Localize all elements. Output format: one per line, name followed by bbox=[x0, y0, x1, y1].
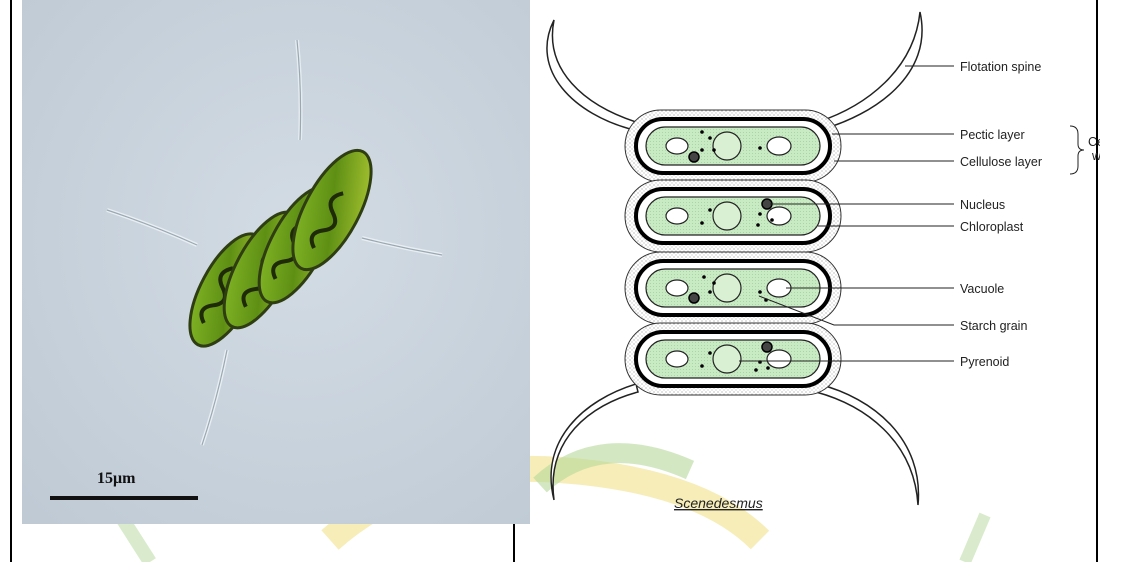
scenedesmus-diagram: Flotation spine Pectic layer Cellulose l… bbox=[514, 0, 1100, 524]
diagram-cell-1 bbox=[625, 110, 841, 182]
label-vacuole: Vacuole bbox=[960, 282, 1004, 296]
label-cell: Cell bbox=[1088, 135, 1100, 149]
diagram-cell-4 bbox=[625, 323, 841, 395]
label-flotation-spine: Flotation spine bbox=[960, 60, 1041, 74]
spine-top-right bbox=[818, 12, 922, 130]
spine-bottom-right bbox=[816, 384, 918, 505]
diagram-title: Scenedesmus bbox=[674, 495, 763, 511]
label-cellulose-layer: Cellulose layer bbox=[960, 155, 1042, 169]
left-border bbox=[10, 0, 12, 562]
label-wall: wall bbox=[1091, 149, 1100, 163]
label-pectic-layer: Pectic layer bbox=[960, 128, 1025, 142]
label-nucleus: Nucleus bbox=[960, 198, 1005, 212]
label-chloroplast: Chloroplast bbox=[960, 220, 1024, 234]
micrograph bbox=[22, 0, 530, 524]
micrograph-image bbox=[22, 0, 530, 524]
label-starch-grain: Starch grain bbox=[960, 319, 1027, 333]
label-pyrenoid: Pyrenoid bbox=[960, 355, 1009, 369]
spine-top-left bbox=[547, 20, 636, 130]
scale-label: 15μm bbox=[97, 470, 135, 488]
cell-wall-brace bbox=[1070, 126, 1084, 174]
spine-bottom-left bbox=[551, 384, 638, 500]
diagram-cell-2 bbox=[625, 180, 841, 252]
scale-bar bbox=[50, 496, 198, 500]
